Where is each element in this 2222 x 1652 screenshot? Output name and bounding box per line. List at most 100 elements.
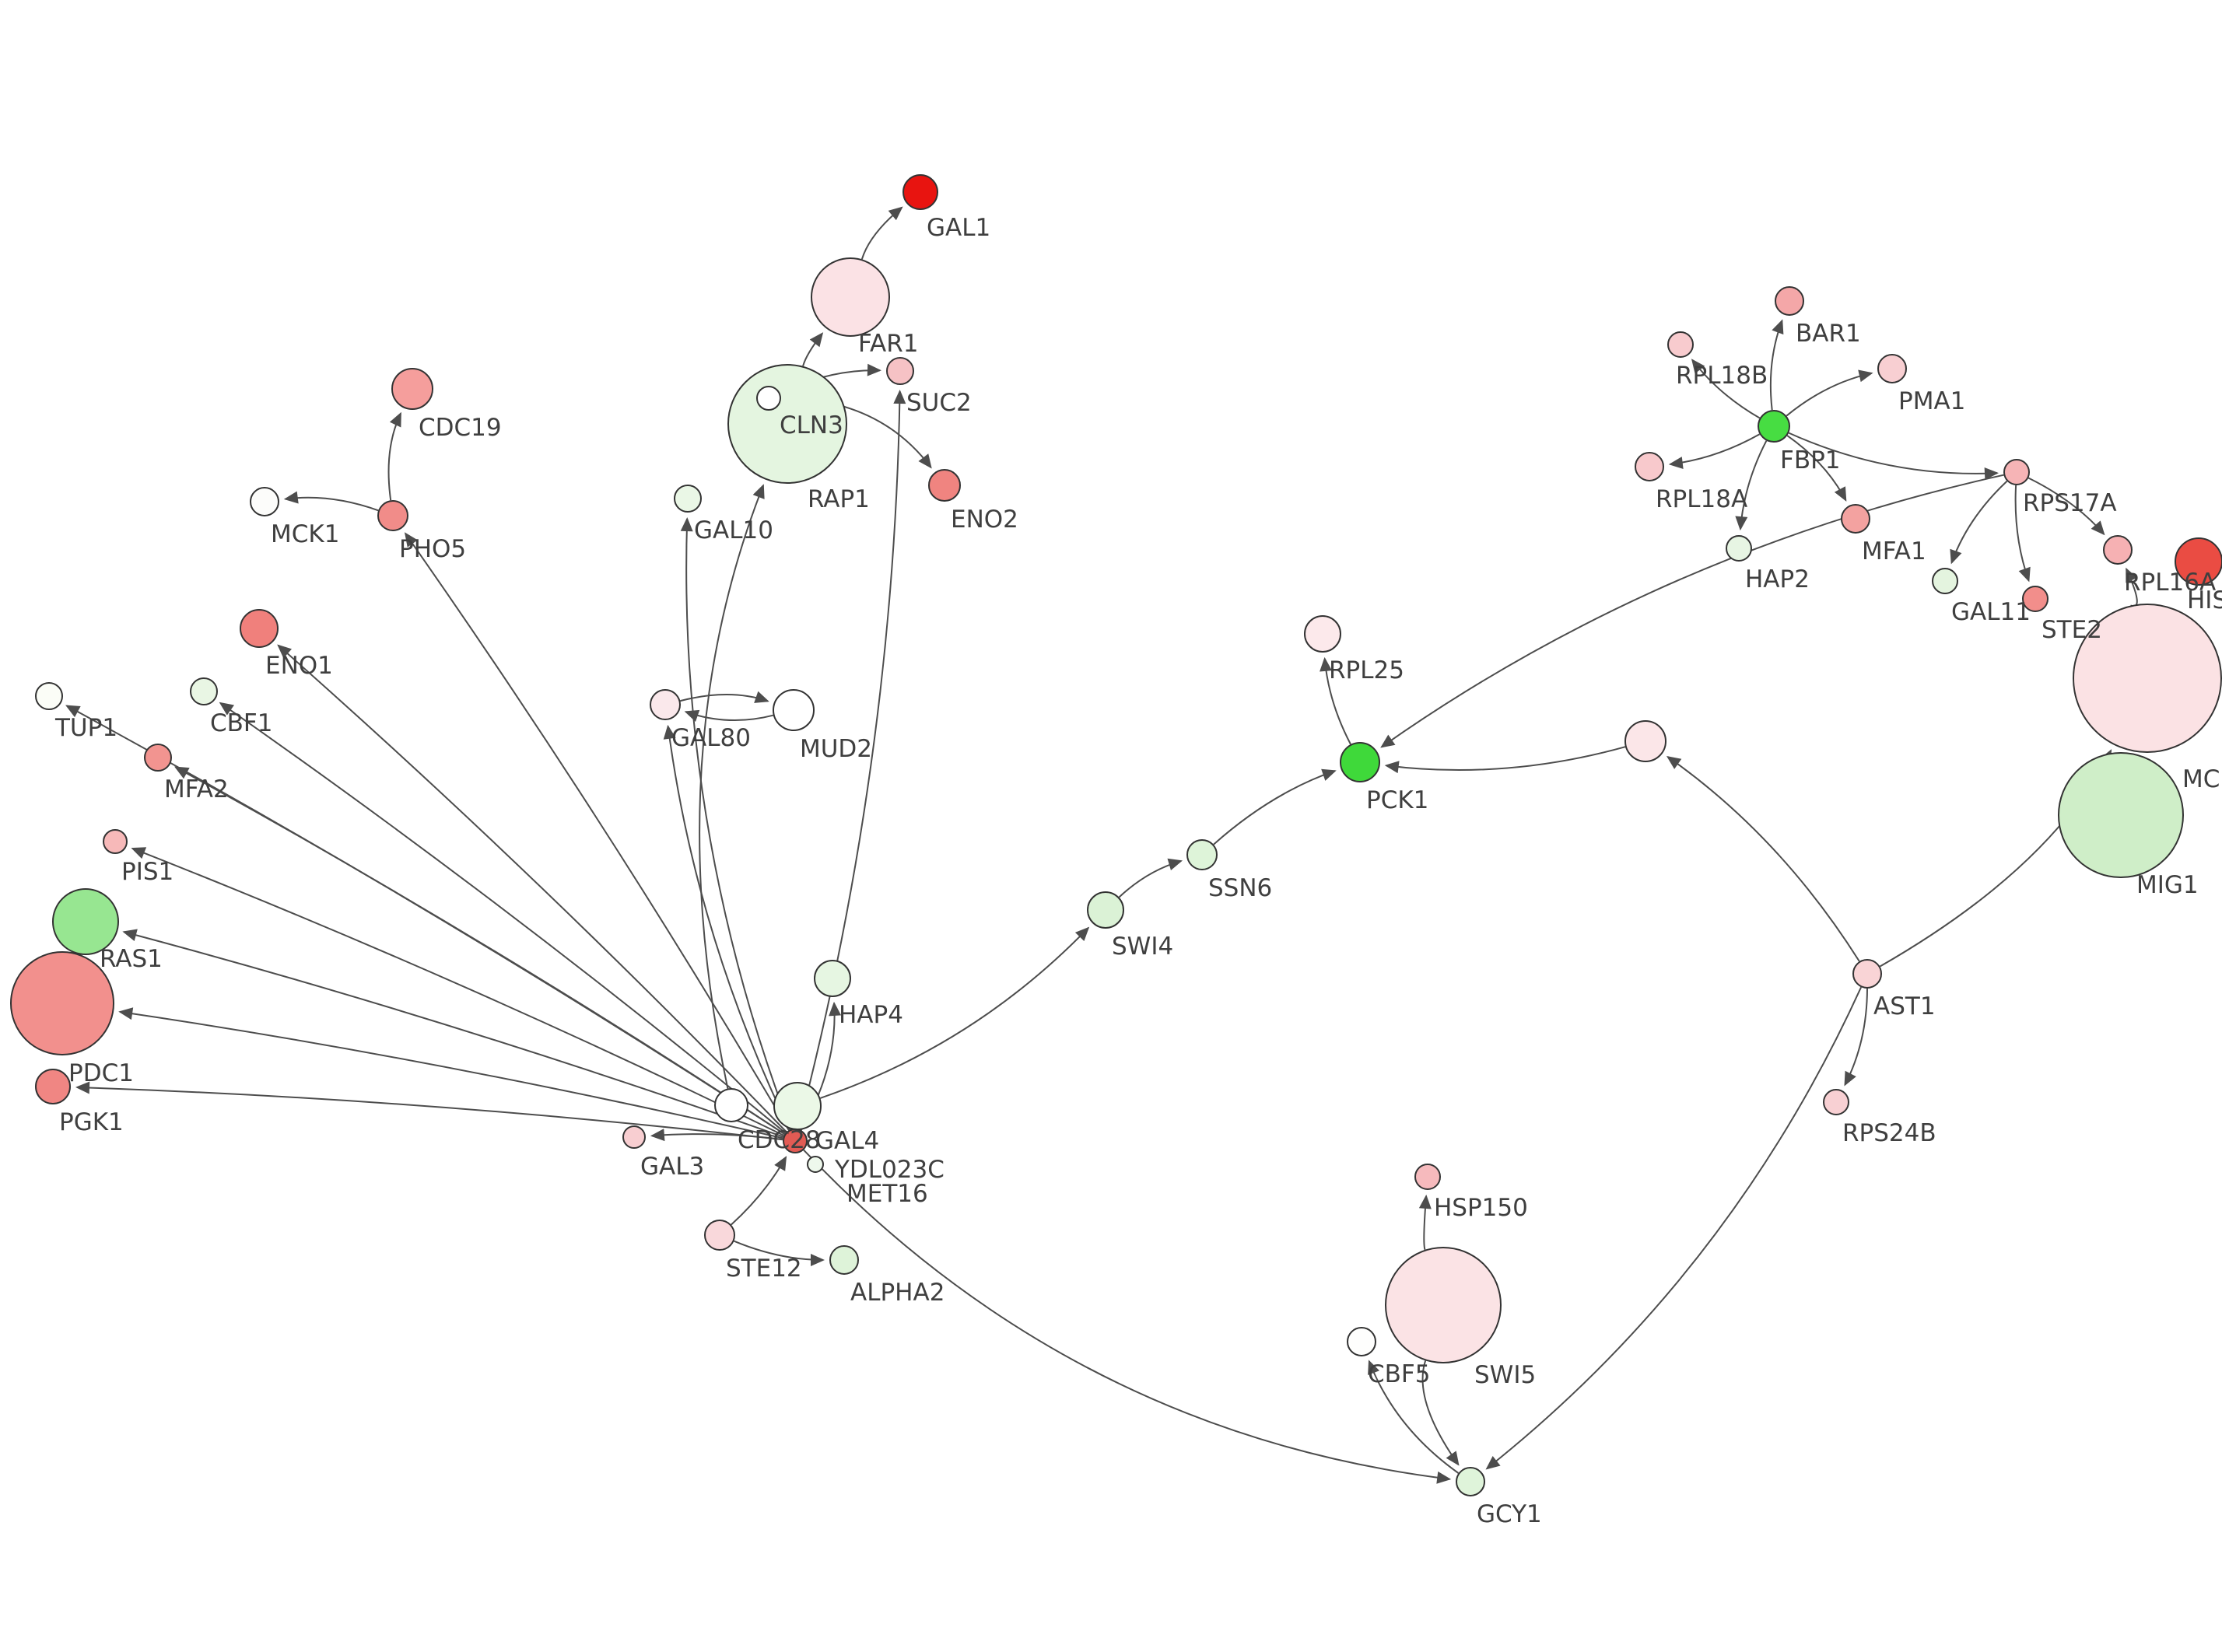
edge-SSN6-PCK1[interactable]: [1213, 768, 1337, 845]
node-RPL18A[interactable]: [1635, 452, 1664, 481]
node-CDC19[interactable]: [391, 368, 433, 410]
node-SUC2[interactable]: [886, 357, 914, 385]
node-AST1[interactable]: [1852, 959, 1882, 989]
node-PDC1[interactable]: [10, 951, 114, 1055]
edge-GAL4-GCY1[interactable]: [803, 1149, 1452, 1484]
edge-N1-PCK1[interactable]: [1384, 746, 1626, 774]
edge-PCK1-RPL25[interactable]: [1320, 656, 1351, 745]
node-STE2[interactable]: [2022, 586, 2049, 612]
node-PIS1[interactable]: [103, 829, 128, 854]
node-RAP1[interactable]: [756, 386, 781, 411]
edge-FBP1-BAR1[interactable]: [1769, 319, 1784, 411]
edge-GAL4-PDC1[interactable]: [118, 1007, 783, 1139]
labels-layer: GAL1FAR1CLN3RAP1SUC2ENO2GAL10CDC19MCK1PH…: [54, 214, 2222, 1528]
node-CDC28[interactable]: [714, 1088, 748, 1122]
node-YDL023C[interactable]: [773, 1082, 822, 1130]
edge-GAL4-GAL10[interactable]: [680, 517, 792, 1130]
node-HSP150[interactable]: [1414, 1164, 1441, 1190]
node-RPL25[interactable]: [1304, 615, 1341, 653]
edge-FBP1-RPL18B[interactable]: [1691, 359, 1761, 419]
edge-RPS17A-RPL16A[interactable]: [2027, 477, 2105, 536]
edge-AST1-N1[interactable]: [1666, 755, 1860, 962]
node-GAL4[interactable]: [783, 1129, 808, 1153]
edge-STE12-GAL4[interactable]: [731, 1156, 787, 1226]
edge-GAL4-PIS1[interactable]: [131, 847, 785, 1136]
edge-YDL023C-SWI4[interactable]: [819, 926, 1090, 1099]
node-MCK1[interactable]: [250, 487, 279, 516]
edge-GCY1-CBF5[interactable]: [1368, 1360, 1460, 1474]
edge-AST1-GCY1[interactable]: [1485, 986, 1863, 1470]
node-MIG1[interactable]: [2058, 752, 2184, 878]
node-PMA1[interactable]: [1877, 354, 1907, 383]
node-ALPHA2[interactable]: [829, 1245, 859, 1275]
node-PCK1[interactable]: [1340, 742, 1380, 782]
node-RPS17A[interactable]: [2003, 459, 2030, 485]
node-PGK1[interactable]: [35, 1069, 71, 1104]
edge-RPS17A-STE2[interactable]: [2014, 485, 2031, 583]
edge-FAR1-GAL1[interactable]: [860, 206, 903, 260]
node-FAR1[interactable]: [811, 257, 890, 337]
node-GAL10[interactable]: [674, 485, 702, 513]
node-BAR1[interactable]: [1775, 286, 1804, 316]
edge-GAL4-TUP1[interactable]: [65, 705, 786, 1136]
node-label-MCK1: MCK1: [271, 520, 339, 548]
node-STE12[interactable]: [704, 1220, 735, 1251]
node-MUD2[interactable]: [773, 689, 815, 731]
edge-MUD2-GAL80[interactable]: [684, 709, 774, 723]
node-GAL11[interactable]: [1932, 568, 1958, 594]
node-HAP2[interactable]: [1726, 535, 1752, 562]
edge-AST1-RPS24B[interactable]: [1844, 988, 1868, 1087]
node-CBF5[interactable]: [1347, 1327, 1376, 1356]
edge-SWI5-HSP150[interactable]: [1418, 1194, 1432, 1251]
node-SWI5[interactable]: [1385, 1247, 1502, 1363]
edge-GAL4-ENO1[interactable]: [277, 644, 787, 1133]
edge-SWI4-SSN6[interactable]: [1118, 858, 1183, 898]
edge-GAL4-SUC2[interactable]: [797, 390, 906, 1129]
node-GAL80[interactable]: [650, 689, 681, 720]
edge-GAL4-MFA2[interactable]: [174, 766, 786, 1136]
node-CBF1[interactable]: [190, 677, 218, 705]
edge-FBP1-PMA1[interactable]: [1786, 369, 1873, 417]
node-ENO1[interactable]: [240, 609, 279, 648]
edge-SWI5-GCY1[interactable]: [1421, 1360, 1460, 1466]
node-GAL1[interactable]: [902, 174, 938, 210]
node-RAS1[interactable]: [52, 888, 119, 955]
node-RPS24B[interactable]: [1823, 1089, 1849, 1115]
node-GAL3[interactable]: [622, 1125, 646, 1149]
node-SWI4[interactable]: [1087, 891, 1124, 929]
node-ENO2[interactable]: [928, 469, 961, 502]
node-HAP4[interactable]: [814, 960, 851, 997]
edge-CDC28-CLN3[interactable]: [699, 484, 765, 1089]
node-MET16[interactable]: [807, 1156, 824, 1173]
edge-GAL4-GAL80[interactable]: [663, 724, 791, 1131]
node-HIS4[interactable]: [2175, 537, 2222, 586]
edge-CLN3-FAR1[interactable]: [802, 332, 824, 366]
edge-GAL4-GAL3[interactable]: [650, 1129, 783, 1142]
edge-GAL80-MUD2[interactable]: [680, 691, 769, 703]
node-SSN6[interactable]: [1186, 839, 1218, 870]
node-RPL16A[interactable]: [2103, 535, 2133, 565]
node-RPL18B[interactable]: [1667, 331, 1694, 358]
node-MFA1[interactable]: [1841, 504, 1870, 534]
node-N1[interactable]: [1624, 720, 1666, 762]
node-MFA2[interactable]: [144, 744, 172, 772]
edge-GAL4-PHO5[interactable]: [404, 532, 790, 1131]
node-FBP1[interactable]: [1758, 410, 1790, 443]
node-GCY1[interactable]: [1456, 1467, 1485, 1496]
edge-GAL4-PGK1[interactable]: [75, 1081, 783, 1141]
edge-RPS17A-GAL11[interactable]: [1950, 480, 2008, 565]
edge-STE12-ALPHA2[interactable]: [734, 1240, 825, 1266]
edge-FBP1-RPS17A[interactable]: [1788, 432, 1999, 480]
edge-PHO5-CDC19[interactable]: [387, 411, 401, 501]
edge-GAL4-RAS1[interactable]: [122, 929, 784, 1138]
edge-FBP1-HAP2[interactable]: [1735, 440, 1768, 531]
edge-RPS17A-PCK1[interactable]: [1380, 474, 2004, 748]
edge-FBP1-MFA1[interactable]: [1786, 435, 1847, 502]
node-MCM1[interactable]: [2073, 604, 2222, 753]
node-PHO5[interactable]: [377, 500, 408, 531]
edge-FBP1-RPL18A[interactable]: [1668, 433, 1761, 469]
edge-GAL4-CBF1[interactable]: [219, 702, 787, 1134]
edge-PHO5-MCK1[interactable]: [283, 491, 379, 512]
node-TUP1[interactable]: [35, 682, 63, 710]
